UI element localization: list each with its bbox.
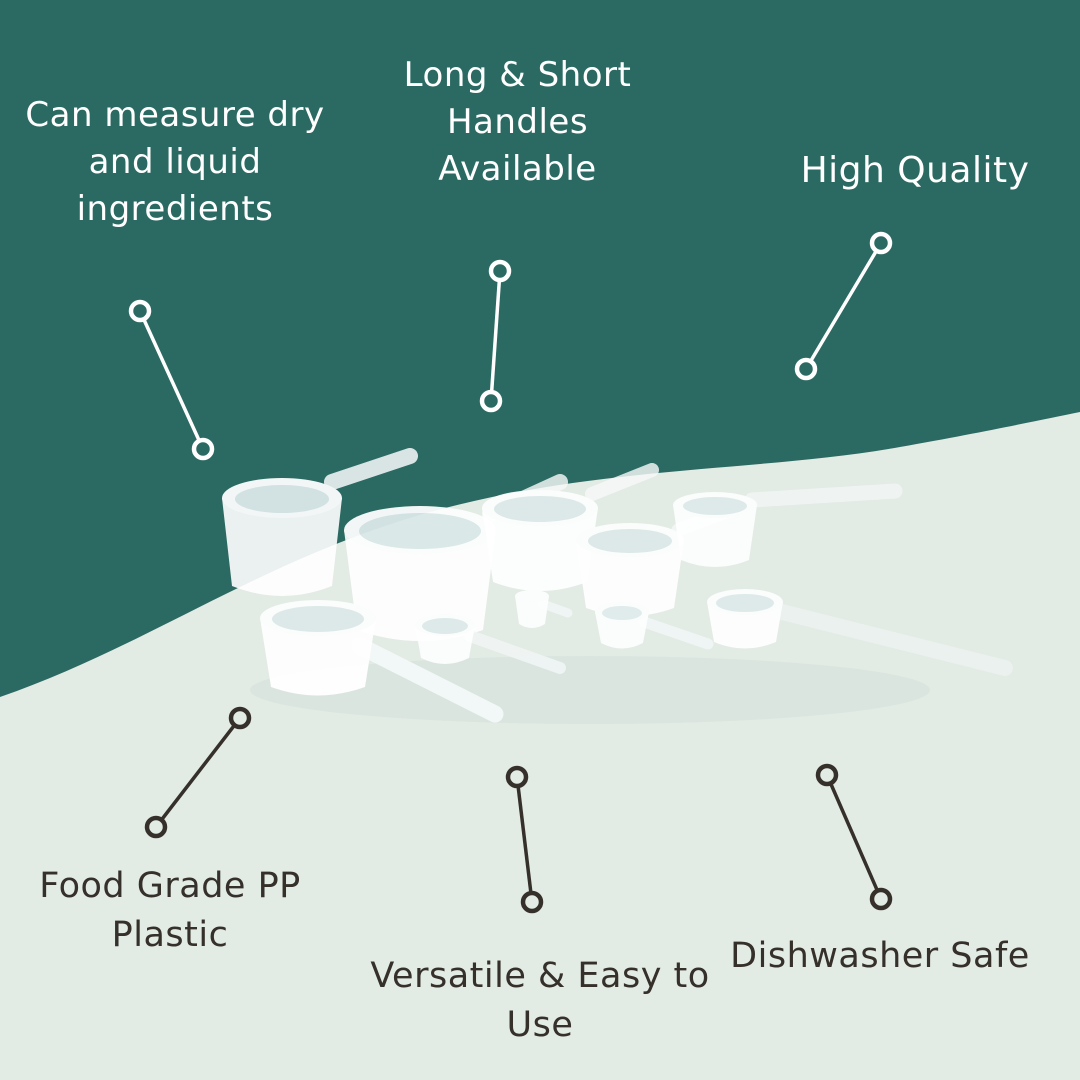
scoop-cup-5 [673, 492, 757, 567]
connector-foodgrade [144, 706, 252, 839]
scoop-tiny [515, 590, 573, 628]
connector-versatile [505, 765, 544, 914]
connector-dot [794, 357, 818, 381]
connector-dot [479, 389, 503, 413]
callout-long-short-handles: Long & Short Handles Available [403, 55, 632, 189]
scoop-spoon-long-handle [707, 589, 1013, 676]
callout-dishwasher-safe: Dishwasher Safe [730, 936, 1030, 976]
connector-dot [228, 706, 252, 730]
connector-dot [520, 890, 544, 914]
connector-handles [479, 259, 512, 413]
connector-dot [505, 765, 529, 789]
connector-dot [144, 815, 168, 839]
connector-dot [815, 763, 839, 787]
connector-dishwasher [815, 763, 893, 911]
callout-high-quality: High Quality [800, 150, 1030, 191]
connector-dot [191, 437, 215, 461]
connector-measure [128, 299, 215, 461]
scoop-spoon-1 [415, 614, 566, 674]
callout-versatile-easy-to-use: Versatile & Easy to Use [370, 956, 710, 1045]
scoop-cup-3 [482, 463, 659, 591]
scoop-cup-1 [222, 448, 418, 596]
connector-quality [794, 231, 893, 381]
scoop-spoon-2 [595, 602, 714, 650]
connector-dot [869, 231, 893, 255]
callout-food-grade-pp-plastic: Food Grade PP Plastic [39, 866, 301, 955]
connector-dot [488, 259, 512, 283]
connector-dot [869, 887, 893, 911]
callout-can-measure-ingredients: Can measure dry and liquid ingredients [25, 95, 325, 229]
scoop-cup-6 [260, 600, 504, 723]
connector-dot [128, 299, 152, 323]
